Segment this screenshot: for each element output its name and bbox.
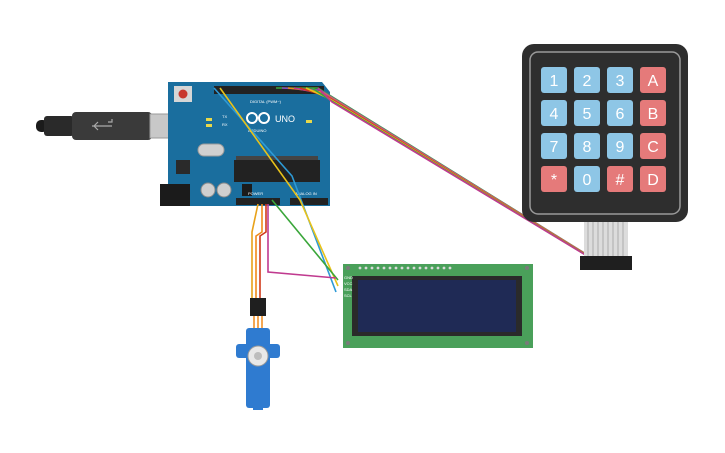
lcd-16x2: GND VCC SDA SCL	[343, 264, 533, 348]
analog-header-label: ANALOG IN	[295, 191, 317, 196]
microcontroller-chip	[234, 160, 320, 182]
lcd-pin-vcc: VCC	[344, 281, 353, 286]
servo-body	[246, 328, 270, 408]
keypad-key-8[interactable]	[574, 133, 600, 159]
keypad-key-label: *	[551, 172, 557, 189]
power-header	[236, 198, 280, 205]
digital-header-label: DIGITAL (PWM~)	[250, 99, 282, 104]
keypad-key-label: 5	[583, 106, 592, 123]
keypad-key-label: 2	[583, 73, 592, 90]
lcd-pin-sda: SDA	[344, 287, 353, 292]
keypad-key-star[interactable]	[541, 166, 567, 192]
power-header-label: POWER	[248, 191, 263, 196]
keypad-key-5[interactable]	[574, 100, 600, 126]
keypad-key-a[interactable]	[640, 67, 666, 93]
digital-header	[214, 86, 324, 94]
keypad-key-2[interactable]	[574, 67, 600, 93]
keypad-key-4[interactable]	[541, 100, 567, 126]
arduino-board: DIGITAL (PWM~) ARDUINO UNO TX RX POWER A…	[160, 82, 330, 206]
keypad-key-label: D	[647, 172, 659, 189]
servo-connector	[250, 298, 266, 316]
keypad-key-label: B	[648, 106, 659, 123]
keypad-4x4: 1 2 3 A 4 5 6 B 7 8 9 C * 0 # D	[522, 44, 688, 270]
keypad-key-label: 1	[550, 73, 559, 90]
power-jack	[160, 184, 190, 206]
keypad-key-hash[interactable]	[607, 166, 633, 192]
analog-header	[290, 198, 328, 205]
keypad-key-7[interactable]	[541, 133, 567, 159]
keypad-key-label: 4	[550, 106, 559, 123]
keypad-key-1[interactable]	[541, 67, 567, 93]
keypad-key-label: 6	[616, 106, 625, 123]
lcd-screen	[358, 280, 516, 332]
keypad-connector	[580, 256, 632, 270]
keypad-key-label: 9	[616, 139, 625, 156]
keypad-wires	[276, 87, 608, 269]
keypad-key-0[interactable]	[574, 166, 600, 192]
keypad-key-c[interactable]	[640, 133, 666, 159]
lcd-pin-scl: SCL	[344, 293, 353, 298]
keypad-key-label: 0	[583, 172, 592, 189]
lcd-servo-wires	[213, 87, 339, 300]
keypad-key-9[interactable]	[607, 133, 633, 159]
keypad-key-b[interactable]	[640, 100, 666, 126]
arduino-brand: ARDUINO	[248, 128, 266, 133]
keypad-key-label: #	[616, 172, 625, 189]
servo-motor	[236, 298, 280, 410]
tx-label: TX	[222, 114, 227, 119]
arduino-model: UNO	[275, 114, 295, 124]
keypad-key-d[interactable]	[640, 166, 666, 192]
rx-label: RX	[222, 122, 228, 127]
lcd-pin-gnd: GND	[344, 275, 353, 280]
arduino-logo: ARDUINO	[246, 112, 270, 133]
keypad-key-label: 8	[583, 139, 592, 156]
keypad-key-3[interactable]	[607, 67, 633, 93]
keypad-key-label: A	[648, 73, 659, 90]
keypad-ribbon	[584, 222, 628, 256]
keypad-key-label: 3	[616, 73, 625, 90]
keypad-key-label: 7	[550, 139, 559, 156]
keypad-key-6[interactable]	[607, 100, 633, 126]
keypad-key-label: C	[647, 139, 659, 156]
